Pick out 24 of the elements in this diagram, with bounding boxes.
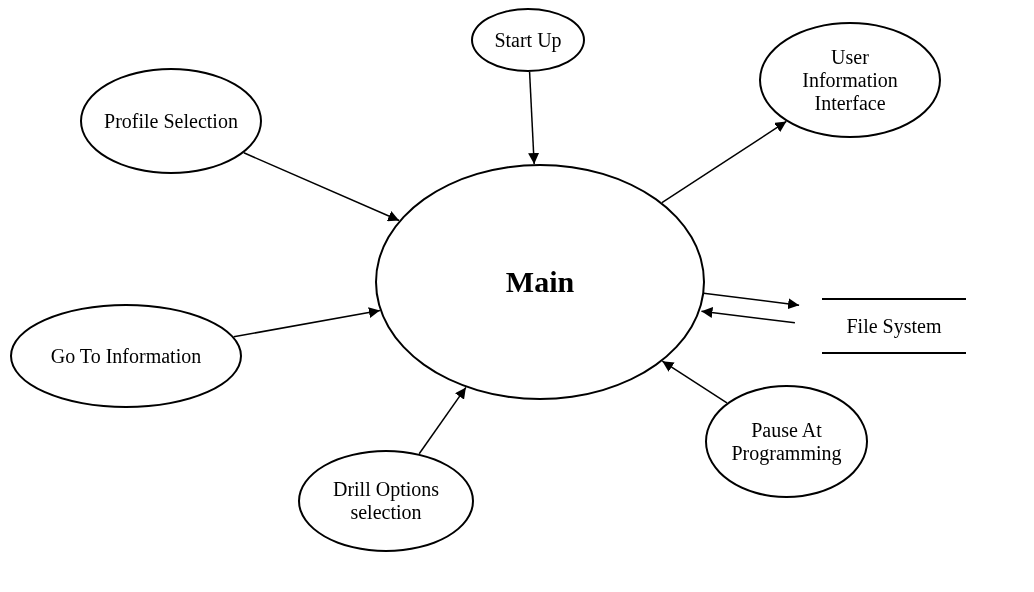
process-ellipse: [705, 385, 868, 498]
node-label: User Information Interface: [801, 45, 899, 115]
arrow: [700, 307, 796, 324]
process-ellipse: [80, 68, 262, 174]
node-label: File System: [845, 314, 943, 338]
data-store: [822, 298, 966, 354]
node-label: Pause At Programming: [730, 418, 843, 465]
process-ellipse: [10, 304, 242, 408]
arrow: [528, 71, 540, 165]
arrow: [661, 360, 728, 404]
node-label: Drill Options selection: [331, 478, 441, 524]
arrow: [233, 307, 381, 338]
node-label: Main: [505, 264, 575, 301]
process-ellipse: [759, 22, 941, 138]
process-ellipse: [471, 8, 585, 72]
arrow: [243, 152, 400, 222]
node-label: Start Up: [493, 28, 563, 52]
process-ellipse: [375, 164, 705, 400]
node-label: Profile Selection: [103, 109, 239, 133]
arrow: [418, 386, 467, 455]
arrow: [661, 120, 788, 204]
process-ellipse: [298, 450, 474, 552]
node-label: Go To Information: [49, 344, 203, 368]
arrow: [702, 292, 800, 310]
